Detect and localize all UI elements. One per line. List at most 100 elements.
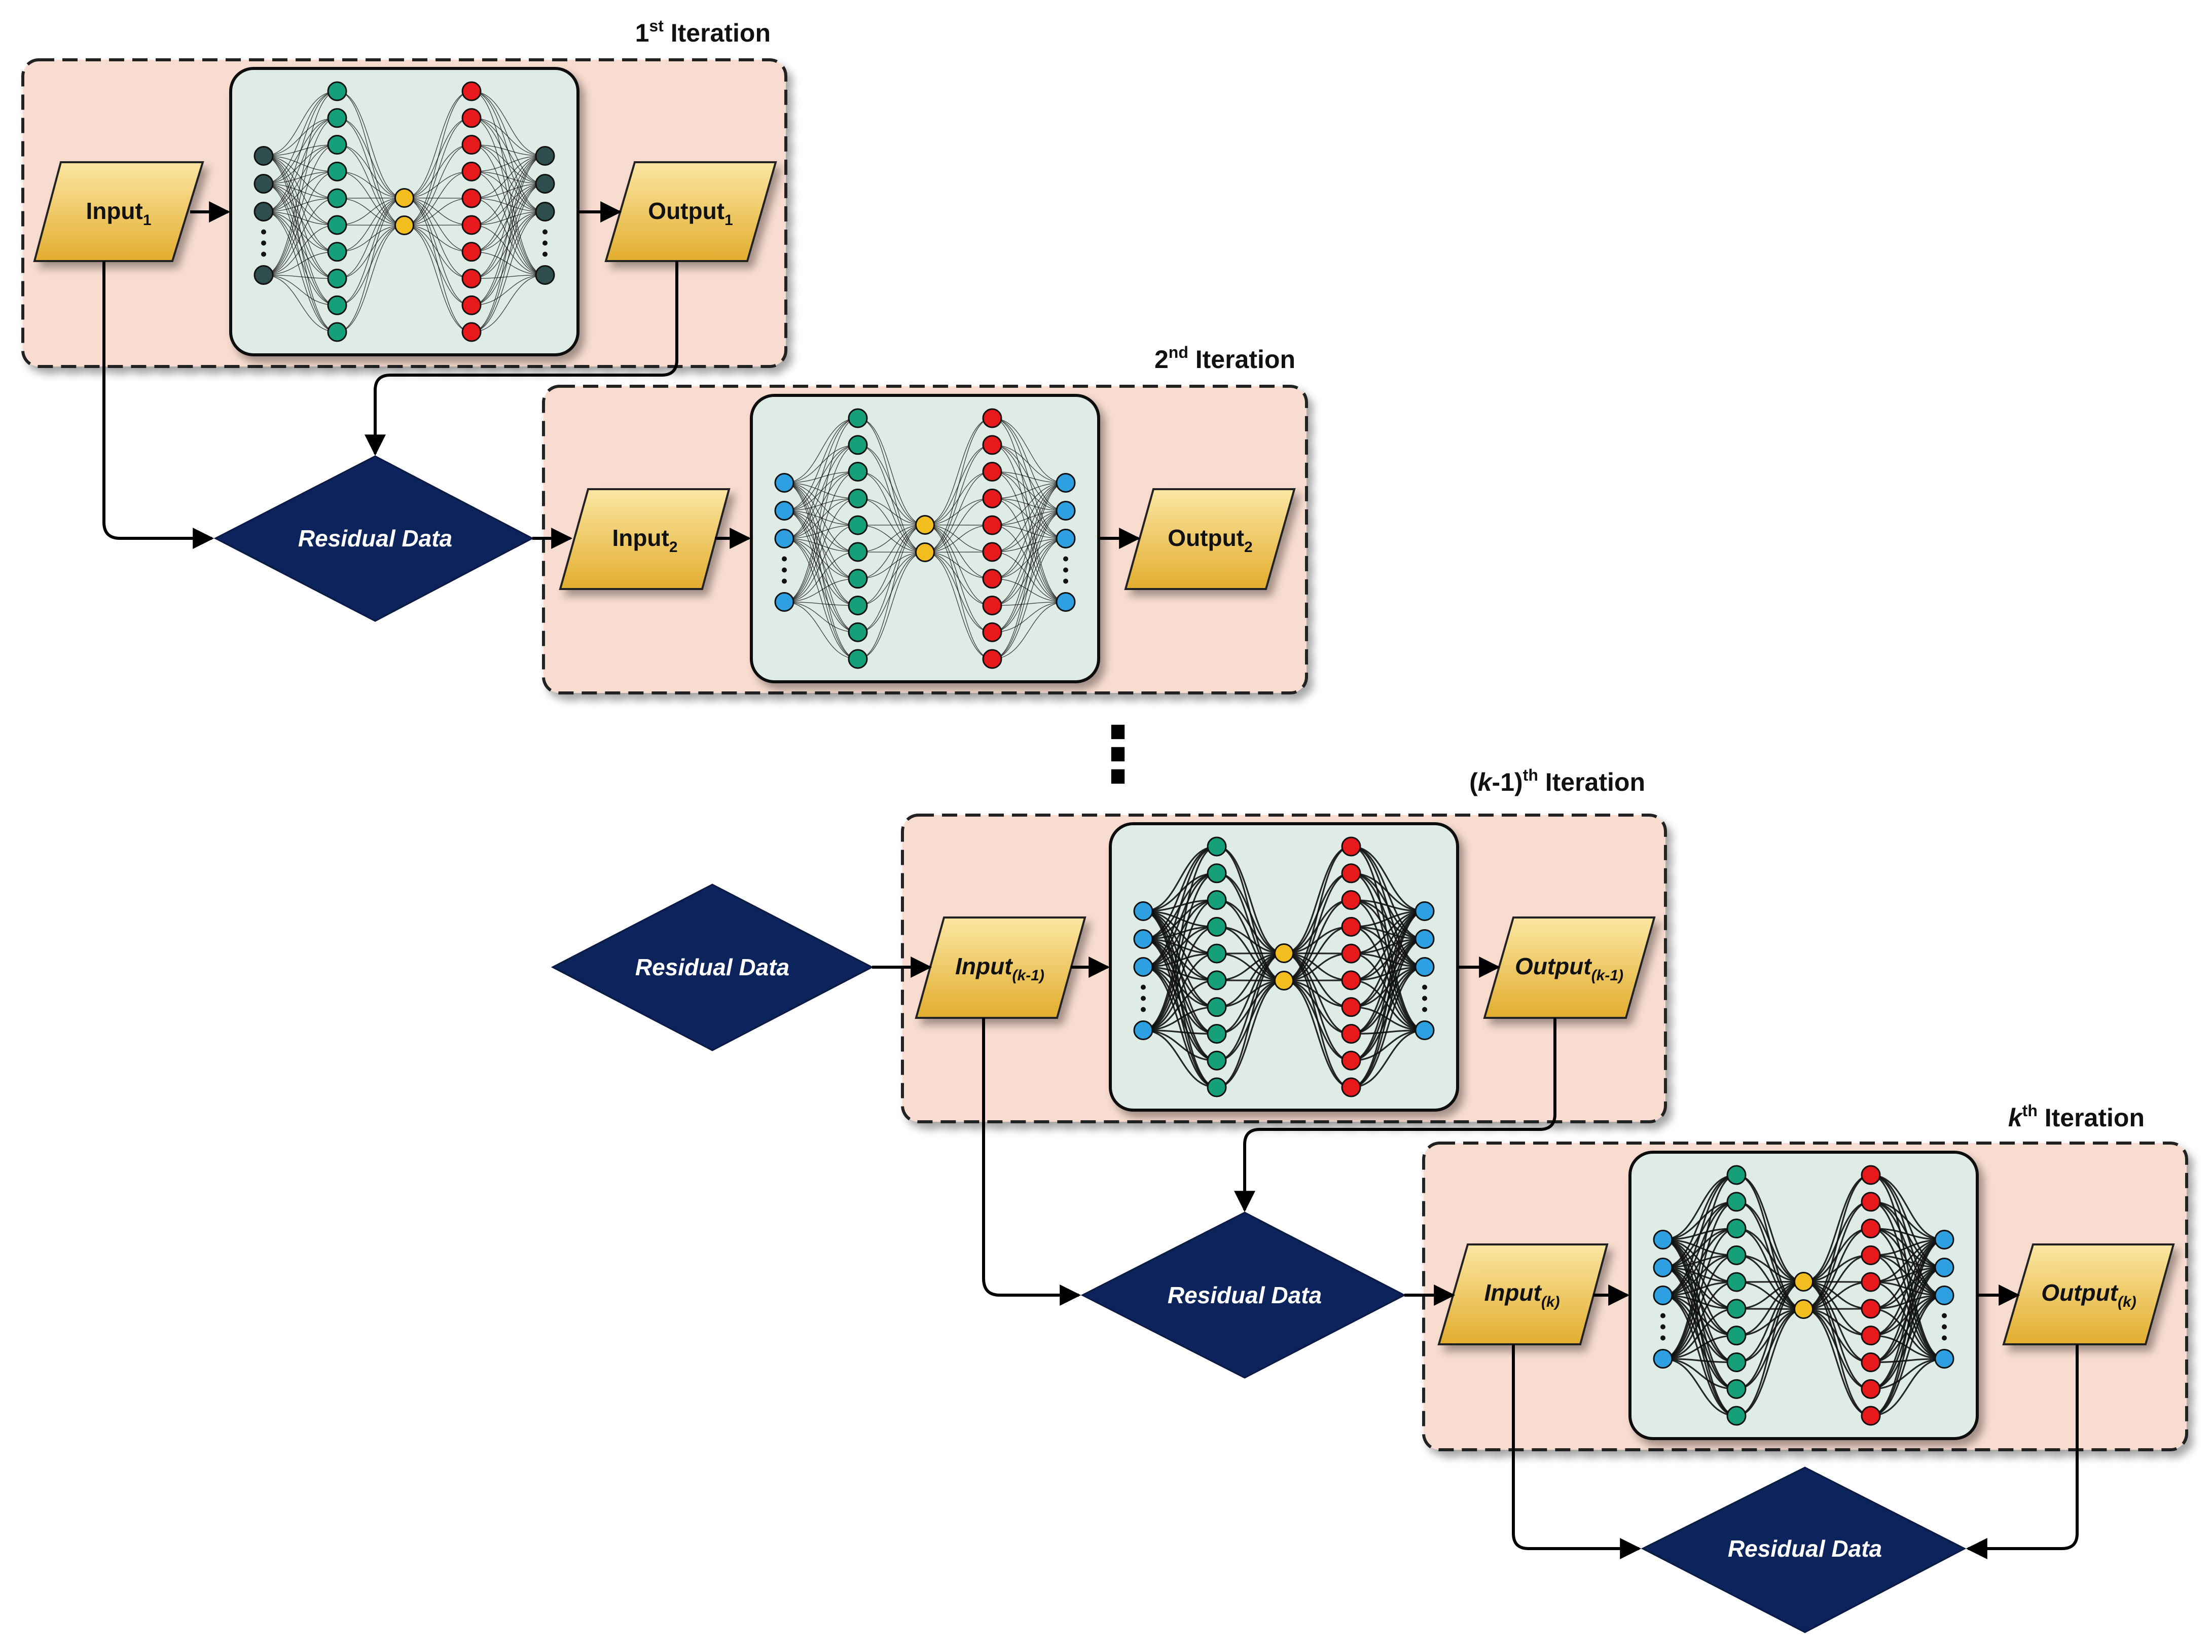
network-edge bbox=[337, 225, 405, 333]
network-edge bbox=[1870, 1254, 1945, 1360]
network-edge bbox=[337, 197, 405, 226]
network-edge bbox=[1143, 952, 1217, 968]
network-edge bbox=[1143, 846, 1217, 940]
arrow bbox=[982, 1018, 1081, 1306]
network-edge bbox=[925, 445, 993, 553]
ellipsis-dot bbox=[782, 556, 787, 562]
network-node bbox=[394, 188, 414, 208]
network-edge bbox=[784, 601, 858, 633]
network-node bbox=[1861, 1326, 1881, 1346]
network-edge bbox=[992, 482, 1066, 606]
network-edge bbox=[1143, 966, 1217, 1061]
network-node bbox=[982, 569, 1002, 589]
network-node bbox=[774, 473, 794, 493]
network-edge bbox=[1736, 1254, 1804, 1283]
network-edge bbox=[471, 91, 546, 157]
iteration-k-panel: kth Iteration Input(k) Output(k) bbox=[1422, 1102, 2188, 1451]
network-edge bbox=[1662, 1174, 1737, 1360]
network-edge bbox=[1216, 872, 1284, 955]
network-node bbox=[774, 529, 794, 548]
network-edge bbox=[992, 498, 1066, 539]
network-node bbox=[1133, 1020, 1153, 1040]
network-edge bbox=[471, 155, 546, 172]
network-edge bbox=[992, 552, 1066, 603]
network-node bbox=[1726, 1326, 1747, 1346]
network-edge bbox=[471, 118, 546, 157]
network-node bbox=[1341, 1050, 1361, 1071]
output-box-k: Output(k) bbox=[2002, 1243, 2175, 1345]
neural-network-icon bbox=[1628, 1151, 1979, 1440]
network-edge bbox=[1870, 1308, 1945, 1360]
network-edge bbox=[1870, 1227, 1945, 1360]
network-panel bbox=[750, 394, 1100, 683]
network-node bbox=[1861, 1165, 1881, 1185]
network-edge bbox=[1870, 1357, 1945, 1364]
arrow bbox=[1234, 1018, 1556, 1213]
network-edge bbox=[263, 225, 338, 276]
ellipsis-dot bbox=[1422, 1007, 1427, 1012]
residual-data-diamond-1: Residual Data bbox=[213, 455, 534, 622]
network-node bbox=[1415, 957, 1435, 977]
network-edge bbox=[1870, 1357, 1945, 1390]
network-node bbox=[1341, 836, 1361, 857]
network-edge bbox=[992, 601, 1066, 633]
network-edge bbox=[784, 525, 858, 539]
network-edge bbox=[1736, 1280, 1804, 1310]
output-box-2: Output2 bbox=[1124, 488, 1296, 590]
residual-data-diamond-4: Residual Data bbox=[1641, 1466, 1967, 1633]
network-node bbox=[1341, 890, 1361, 910]
network-edge bbox=[1143, 1029, 1217, 1088]
network-edge bbox=[857, 418, 925, 526]
network-edge bbox=[263, 183, 338, 226]
network-edge bbox=[1216, 952, 1284, 1008]
network-node bbox=[848, 595, 868, 615]
network-edge bbox=[992, 418, 1066, 511]
network-edge bbox=[1351, 872, 1425, 1032]
input-label: Input(k-1) bbox=[955, 953, 1044, 984]
network-edge bbox=[471, 274, 546, 333]
iteration-k-minus-1-panel: (k-1)th Iteration Input(k-1) Output(k-1) bbox=[901, 766, 1667, 1123]
ellipsis-dot bbox=[1942, 1335, 1947, 1341]
network-edge bbox=[1351, 1006, 1425, 1032]
network-edge bbox=[1870, 1238, 1945, 1417]
network-node bbox=[461, 188, 482, 208]
network-node bbox=[461, 215, 482, 235]
output-box-k-minus-1: Output(k-1) bbox=[1483, 916, 1656, 1019]
network-edge bbox=[1870, 1357, 1945, 1417]
network-edge bbox=[263, 198, 338, 276]
iteration-title: kth Iteration bbox=[2008, 1102, 2145, 1132]
network-edge bbox=[784, 482, 858, 499]
network-edge bbox=[1351, 979, 1425, 1032]
network-panel bbox=[229, 67, 579, 356]
network-edge bbox=[1736, 1280, 1804, 1364]
network-edge bbox=[1216, 926, 1284, 955]
input-box-1: Input1 bbox=[33, 161, 204, 262]
network-edge bbox=[992, 510, 1066, 659]
network-node bbox=[1726, 1299, 1747, 1319]
network-node bbox=[327, 215, 347, 235]
network-node bbox=[1934, 1349, 1954, 1369]
network-edge bbox=[1662, 1294, 1737, 1364]
network-edge bbox=[784, 538, 858, 659]
network-edge bbox=[784, 471, 858, 539]
ellipsis-dot bbox=[782, 567, 787, 573]
iteration-title: (k-1)th Iteration bbox=[1469, 766, 1645, 796]
network-edge bbox=[404, 225, 472, 279]
network-node bbox=[1861, 1299, 1881, 1319]
network-edge bbox=[471, 155, 546, 226]
network-edge bbox=[784, 498, 858, 603]
residual-data-diamond-3: Residual Data bbox=[1080, 1212, 1406, 1379]
network-edge bbox=[1870, 1238, 1945, 1337]
network-edge bbox=[1870, 1174, 1945, 1360]
network-edge bbox=[992, 498, 1066, 511]
network-edge bbox=[784, 538, 858, 553]
network-edge bbox=[1143, 926, 1217, 1032]
network-edge bbox=[992, 482, 1066, 526]
network-node bbox=[1207, 863, 1227, 884]
iteration-title: 1st Iteration bbox=[635, 17, 771, 47]
neural-network-icon bbox=[1109, 822, 1459, 1112]
ellipsis-dot bbox=[261, 240, 266, 246]
ellipsis-dot bbox=[1063, 567, 1068, 573]
output-label: Output(k-1) bbox=[1515, 953, 1623, 984]
network-node bbox=[848, 435, 868, 455]
